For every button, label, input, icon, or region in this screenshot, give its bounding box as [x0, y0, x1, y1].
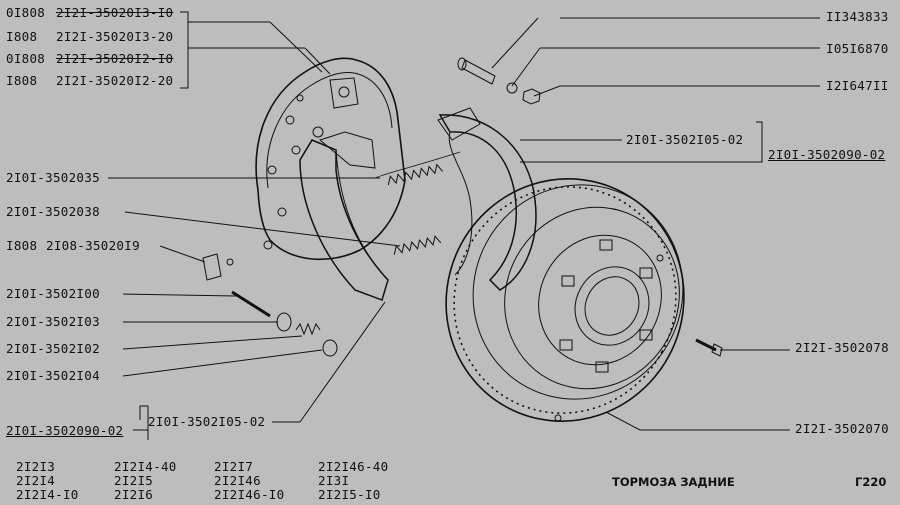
header-part-2: 2I2I-35020I3-20: [56, 29, 174, 44]
right-shoe: [437, 107, 537, 291]
label-shoe-assembly-left: 2I0I-3502090-02: [6, 423, 124, 438]
model: 2I2I4-40: [114, 459, 177, 474]
model: 2I2I4: [16, 473, 56, 488]
label-pin-code: I808: [6, 238, 38, 253]
model: 2I2I3: [16, 459, 56, 474]
label-spring-small: 2I0I-3502I02: [6, 341, 100, 356]
header-code-1: 0I808: [6, 5, 46, 20]
label-shoe-left: 2I0I-3502I05-02: [148, 414, 266, 429]
model: 2I2I46-40: [318, 459, 389, 474]
model: 2I3I: [318, 473, 350, 488]
hold-down-pin-parts: [202, 253, 338, 357]
label-bolt: II343833: [826, 9, 889, 24]
label-cup-outer: 2I0I-3502I04: [6, 368, 100, 383]
label-cup: 2I0I-3502I03: [6, 314, 100, 329]
label-spring-upper: 2I0I-3502035: [6, 170, 100, 185]
page-title: ТОРМОЗА ЗАДНИЕ: [612, 475, 735, 489]
label-spring-lower: 2I0I-3502038: [6, 204, 100, 219]
page-number: Г220: [855, 475, 887, 489]
model: 2I2I46: [214, 473, 261, 488]
label-shoe-assembly-right: 2I0I-3502090-02: [768, 147, 886, 162]
model: 2I2I7: [214, 459, 254, 474]
model: 2I2I5: [114, 473, 154, 488]
label-shoe-right: 2I0I-3502I05-02: [626, 132, 744, 147]
header-code-2: I808: [6, 29, 38, 44]
model: 2I2I6: [114, 487, 154, 502]
header-part-4: 2I2I-35020I2-20: [56, 73, 174, 88]
header-part-3: 2I2I-35020I2-I0: [56, 51, 174, 66]
model: 2I2I5-I0: [318, 487, 381, 502]
left-shoe: [299, 131, 389, 301]
brake-drum: [445, 178, 685, 422]
model: 2I2I46-I0: [214, 487, 285, 502]
backing-plate: [255, 57, 406, 261]
header-part-1: 2I2I-35020I3-I0: [56, 5, 174, 20]
header-code-3: 0I808: [6, 51, 46, 66]
label-drum: 2I2I-3502070: [795, 421, 889, 436]
label-guide-pin: 2I0I-3502I00: [6, 286, 100, 301]
label-drum-screw: 2I2I-3502078: [795, 340, 889, 355]
label-washer: I05I6870: [826, 41, 889, 56]
header-code-4: I808: [6, 73, 38, 88]
label-nut: I2I647II: [826, 78, 889, 93]
model: 2I2I4-I0: [16, 487, 79, 502]
label-pin-part: 2I08-35020I9: [46, 238, 140, 253]
